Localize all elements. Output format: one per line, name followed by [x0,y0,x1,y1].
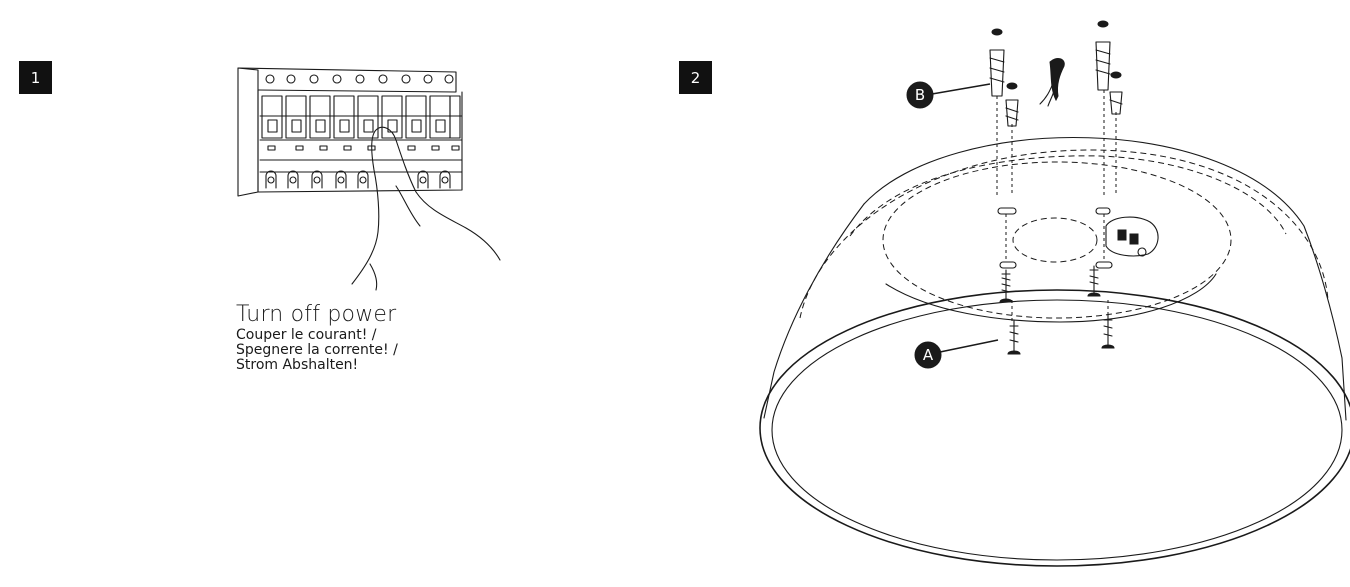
hand-icon [352,127,500,284]
callout-a: A [915,340,998,368]
screw-icon [1000,266,1114,354]
svg-text:B: B [915,86,925,104]
mains-wire-icon [1040,59,1064,106]
lamp-mounting-illustration: B A [760,21,1350,566]
top-terminal-screws [266,75,453,83]
breaker-panel-illustration [238,68,500,290]
breaker-switches [262,96,460,150]
svg-text:A: A [923,346,934,364]
callout-b: B [907,82,990,108]
bottom-terminal-screws [266,171,450,188]
terminal-block-icon [1106,217,1158,256]
